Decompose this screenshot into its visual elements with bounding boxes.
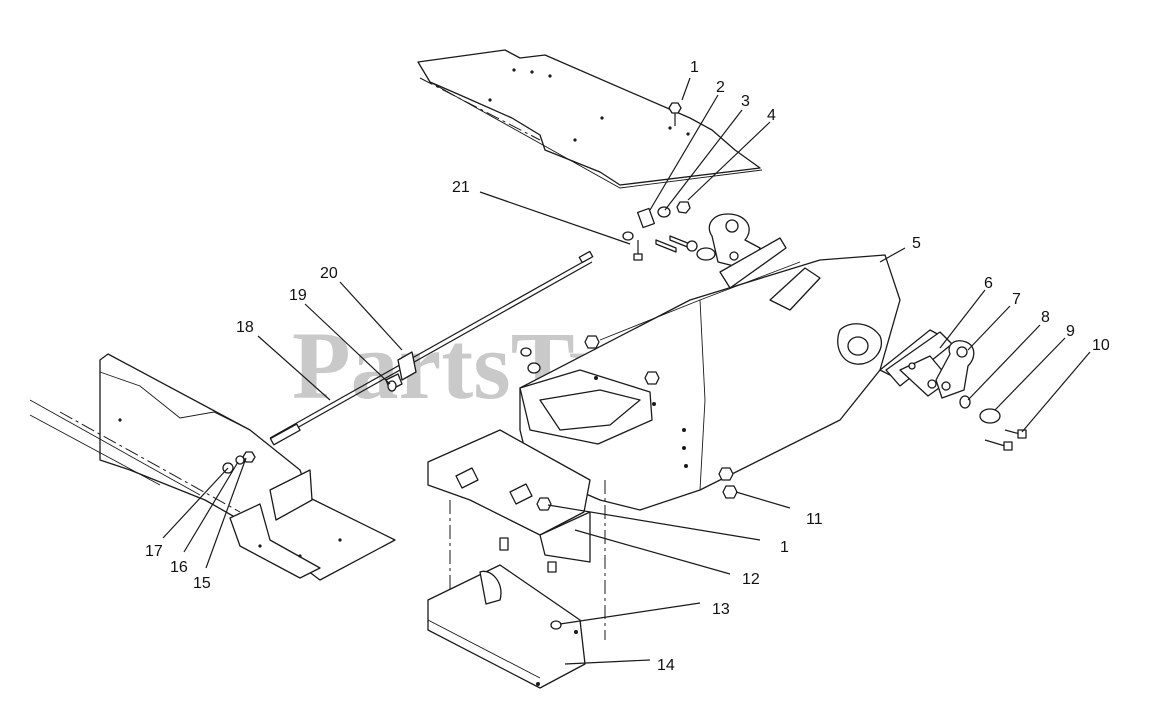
callout-14: 14 bbox=[657, 657, 675, 674]
callout-19: 19 bbox=[289, 287, 307, 304]
right-linkage bbox=[885, 331, 1027, 451]
callout-9: 9 bbox=[1066, 323, 1075, 340]
callout-7: 7 bbox=[1012, 291, 1021, 308]
callout-5: 5 bbox=[912, 235, 921, 252]
callout-labels: 1 2 3 4 5 6 7 8 9 10 11 1 12 13 14 15 16… bbox=[145, 59, 1110, 674]
callout-3: 3 bbox=[741, 93, 750, 110]
leader-lines bbox=[162, 77, 1091, 665]
callout-15: 15 bbox=[193, 575, 211, 592]
callout-20: 20 bbox=[320, 265, 338, 282]
callout-6: 6 bbox=[984, 275, 993, 292]
callout-12: 12 bbox=[742, 571, 760, 588]
callout-13: 13 bbox=[712, 601, 730, 618]
callout-2: 2 bbox=[716, 79, 725, 96]
callout-8: 8 bbox=[1041, 309, 1050, 326]
callout-11: 11 bbox=[806, 511, 823, 528]
callout-1-top: 1 bbox=[690, 59, 699, 76]
callout-18: 18 bbox=[236, 319, 254, 336]
callout-10: 10 bbox=[1092, 337, 1110, 354]
callout-4: 4 bbox=[767, 107, 776, 124]
top-plate bbox=[417, 49, 763, 189]
control-rod bbox=[269, 250, 594, 446]
callout-1-bottom: 1 bbox=[780, 539, 789, 556]
lower-bracket bbox=[427, 429, 606, 640]
callout-17: 17 bbox=[145, 543, 163, 560]
callout-16: 16 bbox=[170, 559, 188, 576]
callout-21: 21 bbox=[452, 179, 470, 196]
top-hardware bbox=[622, 102, 787, 289]
main-housing bbox=[519, 254, 946, 511]
bottom-cover bbox=[427, 564, 586, 689]
